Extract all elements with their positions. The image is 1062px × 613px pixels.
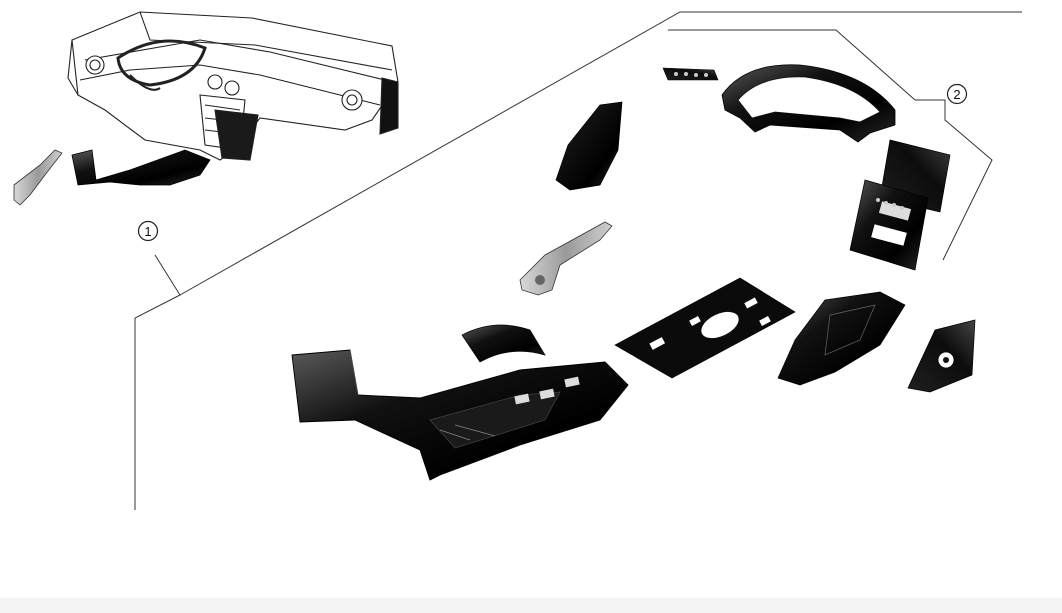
console-top-cover: [461, 324, 546, 363]
console-side-panel: [777, 291, 906, 386]
assembled-dashboard-sketch: [67, 11, 399, 161]
leader-line-1-upper: [179, 11, 1022, 296]
center-bracket-plate: [614, 277, 796, 379]
leader-line-1: [134, 254, 181, 510]
instrument-cluster-bezel: [721, 64, 896, 143]
callout-1-label: 1: [144, 224, 151, 239]
radio-control-panel: [849, 179, 929, 271]
vent-strip-part: [662, 67, 719, 81]
right-knob-trim: [907, 319, 976, 393]
callout-2: 2: [946, 83, 968, 105]
console-preview: [13, 149, 211, 206]
handbrake-lever: [519, 221, 613, 296]
callout-1: 1: [137, 220, 159, 242]
bottom-band: [0, 598, 1062, 613]
left-side-trim: [555, 101, 623, 191]
main-center-console: [291, 349, 629, 481]
leader-line-2: [668, 29, 993, 261]
callout-2-label: 2: [953, 87, 960, 102]
leader-lines: [134, 11, 1022, 510]
